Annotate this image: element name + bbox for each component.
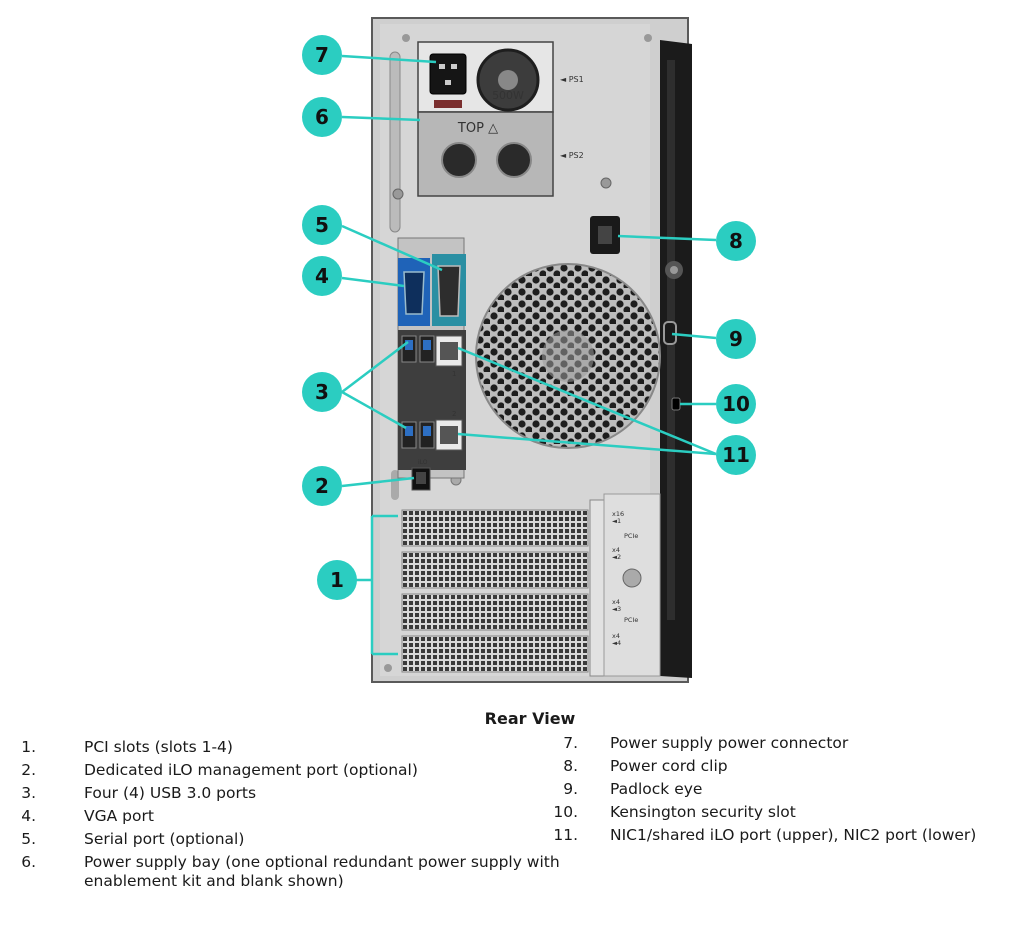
ps1-label: ◄ PS1 (560, 75, 584, 84)
svg-text:8: 8 (729, 229, 743, 253)
svg-text:3: 3 (315, 380, 329, 404)
svg-text:2: 2 (315, 474, 329, 498)
callout-2: 2 (302, 466, 342, 506)
svg-text:6: 6 (315, 105, 329, 129)
svg-text:10: 10 (722, 392, 750, 416)
svg-text:9: 9 (729, 327, 743, 351)
pcie-upper-label: PCIe (624, 532, 638, 540)
padlock-eye (663, 321, 677, 345)
pci-slots (401, 493, 661, 677)
svg-text:11: 11 (722, 443, 750, 467)
callout-6: 6 (302, 97, 342, 137)
legend-item: 3.Four (4) USB 3.0 ports (21, 784, 257, 802)
power-supply-connector (429, 53, 467, 108)
power-supply-blank: TOP △ ◄ PS2 (441, 121, 584, 178)
pci-slot2-label: x4◄2 (612, 546, 621, 561)
psu-top-label: TOP △ (457, 121, 498, 136)
legend-right: 7.Power supply power connector 8.Power c… (528, 734, 1024, 849)
callout-10: 10 (716, 384, 756, 424)
callout-leader-lines (341, 54, 717, 656)
nic2-label: 2 (452, 410, 456, 418)
server-rear-view-diagram: 500W ◄ PS1 TOP △ ◄ PS2 (302, 17, 756, 683)
callout-7: 7 (302, 35, 342, 75)
serial-port (432, 254, 466, 326)
ilo-label: iLO (418, 459, 428, 466)
callout-9: 9 (716, 319, 756, 359)
legend-item: 6.Power supply bay (one optional redunda… (21, 853, 560, 890)
legend-item: 2.Dedicated iLO management port (optiona… (21, 761, 418, 779)
pcie-lower-label: PCIe (624, 616, 638, 624)
ps2-label: ◄ PS2 (560, 151, 584, 160)
legend-item: 5.Serial port (optional) (21, 830, 245, 848)
pci-slot3-label: x4◄3 (612, 598, 621, 613)
svg-text:5: 5 (315, 213, 329, 237)
legend-item: 4.VGA port (21, 807, 154, 825)
callout-11: 11 (716, 435, 756, 475)
svg-text:4: 4 (315, 264, 329, 288)
vga-port (398, 258, 430, 326)
nic1-port: 1 (435, 335, 463, 378)
nic1-label: 1 (452, 370, 456, 378)
legend-item: 8.Power cord clip (563, 757, 728, 775)
legend-left: 1.PCI slots (slots 1-4) 2.Dedicated iLO … (0, 738, 560, 895)
callout-5: 5 (302, 205, 342, 245)
kensington-slot (671, 397, 681, 411)
pci-slot4-label: x4◄4 (612, 632, 621, 647)
legend-item: 10.Kensington security slot (553, 803, 796, 821)
legend-item: 1.PCI slots (slots 1-4) (21, 738, 233, 756)
svg-text:7: 7 (315, 43, 329, 67)
callout-8: 8 (716, 221, 756, 261)
legend-item: 9.Padlock eye (563, 780, 703, 798)
psu-rating-label: 500W (492, 89, 524, 102)
nic2-port: 2 (435, 410, 463, 451)
callout-3: 3 (302, 372, 342, 412)
svg-text:1: 1 (330, 568, 344, 592)
callout-1: 1 (317, 560, 357, 600)
figure-caption: Rear View (484, 709, 576, 728)
power-cord-clip (590, 216, 620, 254)
ilo-port: iLO (411, 459, 431, 491)
power-supply-1: 500W ◄ PS1 (476, 48, 584, 112)
callout-4: 4 (302, 256, 342, 296)
legend-item: 7.Power supply power connector (563, 734, 849, 752)
pci-slot1-label: x16◄1 (612, 510, 624, 525)
legend-item: 11.NIC1/shared iLO port (upper), NIC2 po… (553, 826, 977, 844)
